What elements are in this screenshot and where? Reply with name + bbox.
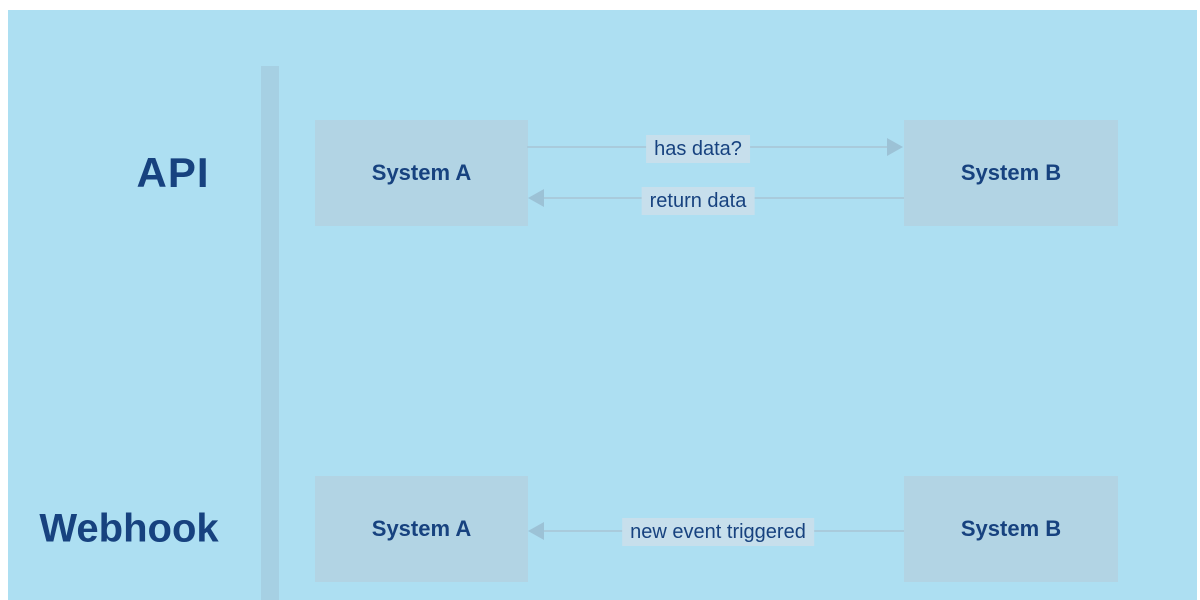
webhook-system-a-label: System A [371,516,472,541]
api-system-a-box: System A [315,120,528,226]
api-response-arrow-label: return data [641,187,755,215]
api-system-a-label: System A [371,160,472,185]
webhook-system-b-label: System B [960,516,1062,541]
row-label-webhook: Webhook [39,506,219,551]
webhook-system-a-box: System A [315,476,528,582]
webhook-event-arrow-label: new event triggered [622,518,814,546]
row-label-api: API [136,149,210,196]
webhook-system-b-box: System B [904,476,1118,582]
api-system-b-label: System B [960,160,1062,185]
webhook-event-arrowhead-icon [528,522,544,540]
api-request-arrowhead-icon [887,138,903,156]
row-divider [261,66,279,600]
api-response-arrowhead-icon [528,189,544,207]
api-request-arrow-label: has data? [646,135,750,163]
api-system-b-box: System B [904,120,1118,226]
diagram-canvas: API Webhook System A System B has data? … [8,10,1197,600]
